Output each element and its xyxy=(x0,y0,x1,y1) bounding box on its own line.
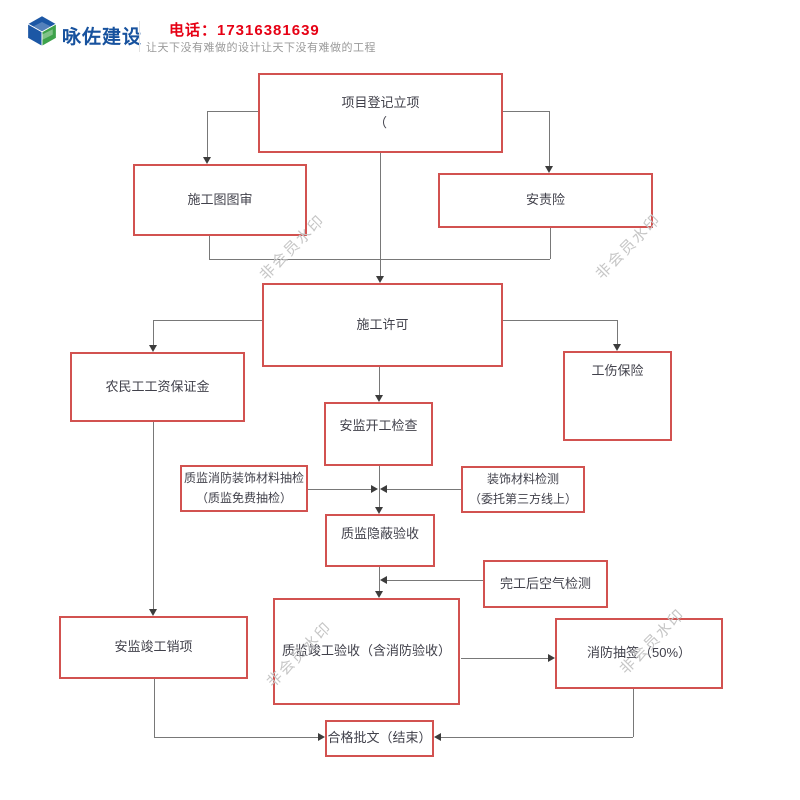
brand-name: 咏佐建设 xyxy=(62,27,143,48)
connector-permit-to-startcheck xyxy=(379,367,380,395)
arrowhead xyxy=(375,507,383,514)
arrowhead xyxy=(434,733,441,741)
connector-air-to-center xyxy=(387,580,483,581)
connector-register-to-liability-h xyxy=(503,111,549,112)
node-final-approval: 合格批文（结束） xyxy=(325,720,434,757)
arrowhead xyxy=(380,576,387,584)
connector-register-to-review-v xyxy=(207,111,208,157)
node-material-sampling: 质监消防装饰材料抽检 （质监免费抽检） xyxy=(180,465,308,512)
node-air-testing: 完工后空气检测 xyxy=(483,560,608,608)
node-material-testing: 装饰材料检测 （委托第三方线上） xyxy=(461,466,585,513)
header-divider xyxy=(139,21,140,52)
node-construction-permit: 施工许可 xyxy=(262,283,503,367)
connector-testing-to-center xyxy=(387,489,461,490)
connector-permit-to-injury-h xyxy=(503,320,617,321)
connector-merge-h xyxy=(209,259,550,260)
connector-permit-to-injury-v xyxy=(617,320,618,344)
connector-review-merge-v xyxy=(209,236,210,259)
node-liability-insurance: 安责险 xyxy=(438,173,653,228)
arrowhead xyxy=(371,485,378,493)
node-wage-deposit: 农民工工资保证金 xyxy=(70,352,245,422)
connector-register-to-review-h xyxy=(207,111,258,112)
node-project-register: 项目登记立项 （ xyxy=(258,73,503,153)
tagline: 让天下没有难做的设计让天下没有难做的工程 xyxy=(146,42,376,54)
arrowhead xyxy=(548,654,555,662)
arrowhead xyxy=(545,166,553,173)
node-quality-completion: 质监竣工验收（含消防验收） xyxy=(273,598,460,705)
arrowhead xyxy=(203,157,211,164)
connector-register-to-permit xyxy=(380,153,381,276)
node-safety-completion: 安监竣工销项 xyxy=(59,616,248,679)
arrowhead xyxy=(149,345,157,352)
arrowhead xyxy=(376,276,384,283)
phone-number: 电话：17316381639 xyxy=(169,22,320,39)
node-safety-start-check: 安监开工检查 xyxy=(324,402,433,466)
arrowhead xyxy=(375,591,383,598)
connector-fire-to-final-h xyxy=(441,737,633,738)
connector-wage-to-safetycompletion xyxy=(153,422,154,609)
node-injury-insurance: 工伤保险 xyxy=(563,351,672,441)
node-hidden-acceptance: 质监隐蔽验收 xyxy=(325,514,435,567)
connector-startcheck-to-hidden xyxy=(379,466,380,507)
node-drawing-review: 施工图图审 xyxy=(133,164,307,236)
arrowhead xyxy=(375,395,383,402)
connector-liability-merge-v xyxy=(550,228,551,259)
connector-register-to-liability-v xyxy=(549,111,550,166)
connector-fire-to-final-v xyxy=(633,689,634,737)
arrowhead xyxy=(613,344,621,351)
arrowhead xyxy=(380,485,387,493)
connector-safetycompletion-to-final-h xyxy=(154,737,318,738)
brand-logo-icon xyxy=(26,15,58,47)
arrowhead xyxy=(149,609,157,616)
connector-quality-to-fire xyxy=(461,658,548,659)
connector-permit-to-wage-h xyxy=(153,320,262,321)
connector-hidden-to-quality xyxy=(379,567,380,591)
node-fire-lottery: 消防抽签（50%） xyxy=(555,618,723,689)
connector-sampling-to-center xyxy=(308,489,371,490)
arrowhead xyxy=(318,733,325,741)
connector-permit-to-wage-v xyxy=(153,320,154,345)
connector-safetycompletion-to-final-v xyxy=(154,679,155,737)
